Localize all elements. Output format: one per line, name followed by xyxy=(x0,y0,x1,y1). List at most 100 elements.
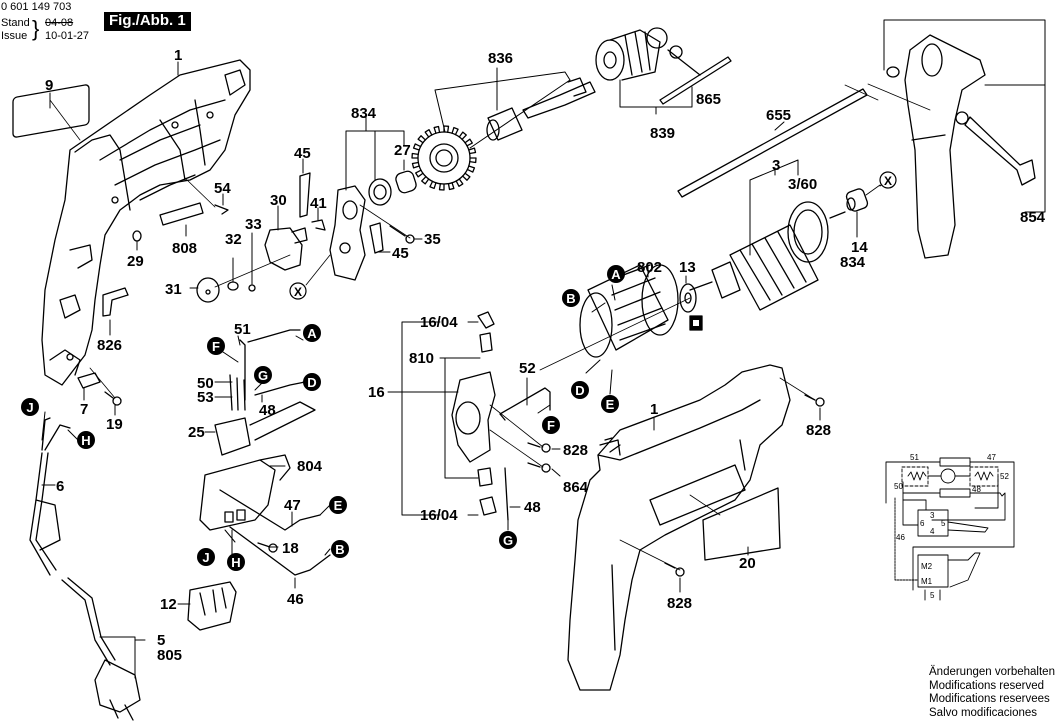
sch-6: 6 xyxy=(920,519,925,528)
aux-handle-854-shape xyxy=(886,34,1036,259)
label-18: 18 xyxy=(282,540,299,557)
connector-X-left: X xyxy=(289,282,307,300)
label-655: 655 xyxy=(766,107,791,124)
label-836: 836 xyxy=(488,50,513,67)
bearing-13-shape xyxy=(679,283,703,331)
issue-label: Issue xyxy=(1,30,28,42)
label-25: 25 xyxy=(188,424,205,441)
label-810: 810 xyxy=(409,350,434,367)
svg-text:X: X xyxy=(884,174,892,188)
label-7: 7 xyxy=(80,401,88,418)
svg-text:E: E xyxy=(606,397,615,412)
gear-tooth xyxy=(438,183,445,191)
svg-text:H: H xyxy=(81,433,90,448)
gear-tooth xyxy=(464,138,473,147)
housing-left-shape xyxy=(41,59,251,386)
wires-51-50-53-shape xyxy=(229,329,306,411)
label-46: 46 xyxy=(287,591,304,608)
mod-es: Salvo modificaciones xyxy=(929,706,1038,719)
stand-label: Stand xyxy=(1,17,30,29)
bearing-14-shape xyxy=(845,184,881,212)
connector-markers: A B D E F G A F G D E B J H J H X X xyxy=(21,171,897,571)
switch-25-shape xyxy=(214,401,316,456)
connector-H-switch: H xyxy=(227,553,245,571)
label-805: 805 xyxy=(157,647,182,664)
issue-date: 10-01-27 xyxy=(45,30,90,42)
connector-E-top: E xyxy=(601,395,619,413)
stand-date: 04-08 xyxy=(45,17,74,29)
gear-tooth xyxy=(424,129,433,138)
svg-text:B: B xyxy=(335,542,344,557)
label-834a: 834 xyxy=(351,105,377,122)
gear-tooth xyxy=(458,131,467,140)
connector-B-top: B xyxy=(562,289,580,307)
leader-lines xyxy=(41,19,1046,679)
label-828b: 828 xyxy=(806,422,831,439)
svg-text:J: J xyxy=(202,550,209,565)
label-52: 52 xyxy=(519,360,536,377)
screw-828b-shape xyxy=(779,377,825,407)
spring-41-shape xyxy=(311,219,326,231)
label-13: 13 xyxy=(679,259,696,276)
connector-G-left: G xyxy=(254,366,272,384)
sch-m1: M1 xyxy=(921,577,933,586)
screw-18-shape xyxy=(257,542,278,553)
sch-3: 3 xyxy=(930,511,935,520)
connector-D-48: D xyxy=(303,373,321,391)
chuck-key-865-shape xyxy=(659,45,732,105)
gear-tooth xyxy=(451,126,459,136)
svg-text:E: E xyxy=(334,498,343,513)
gear-tooth xyxy=(455,178,464,187)
bearing-plate-shape xyxy=(329,185,366,281)
label-9: 9 xyxy=(45,77,53,94)
modifications-note: Änderungen vorbehalten Modifications res… xyxy=(929,666,1055,720)
svg-text:D: D xyxy=(575,383,584,398)
sch-47: 47 xyxy=(987,453,996,462)
mod-fr: Modifications reservees xyxy=(929,693,1050,705)
label-1-right: 1 xyxy=(650,401,658,418)
wire-46-shape xyxy=(229,526,331,576)
gear-tooth xyxy=(415,169,424,178)
svg-text:G: G xyxy=(503,533,513,548)
plate-45b-shape xyxy=(369,222,384,254)
wire-52-shape xyxy=(499,387,551,421)
disc-31-shape xyxy=(196,277,220,303)
wire-48b-shape xyxy=(504,467,509,521)
field-802-shape xyxy=(579,264,679,358)
sch-52: 52 xyxy=(1000,472,1009,481)
sch-4: 4 xyxy=(930,527,935,536)
label-1-left: 1 xyxy=(174,47,182,64)
connector-G-48: G xyxy=(499,531,517,549)
part-number: 0 601 149 703 xyxy=(1,1,72,13)
label-54: 54 xyxy=(214,180,231,197)
label-828a: 828 xyxy=(563,442,588,459)
figure-title: Fig./Abb. 1 xyxy=(104,12,191,31)
gear-tooth xyxy=(433,125,441,134)
connector-12-shape xyxy=(187,581,237,631)
label-32: 32 xyxy=(225,231,242,248)
label-839: 839 xyxy=(650,125,675,142)
needle-bearing-27-shape xyxy=(395,170,417,194)
screw-828c-shape xyxy=(619,539,685,577)
gear-tooth xyxy=(417,135,426,144)
label-802: 802 xyxy=(637,259,662,276)
label-31: 31 xyxy=(165,281,182,298)
schematic-labels: 51 47 52 50 48 46 3 6 5 4 M2 M1 5 xyxy=(894,453,1009,600)
label-808-shape xyxy=(159,202,204,226)
sch-46: 46 xyxy=(896,533,905,542)
sch-51: 51 xyxy=(910,453,919,462)
svg-text:J: J xyxy=(26,400,33,415)
label-804: 804 xyxy=(297,458,323,475)
mod-en: Modifications reserved xyxy=(929,679,1045,692)
label-53: 53 xyxy=(197,389,214,406)
plate-45a-shape xyxy=(299,172,311,218)
nameplate-shape xyxy=(12,84,90,138)
spindle-836-shape xyxy=(486,77,596,141)
label-47: 47 xyxy=(284,497,301,514)
label-12: 12 xyxy=(160,596,177,613)
svg-text:A: A xyxy=(307,326,317,341)
bearing-ring-shape xyxy=(368,178,392,206)
connector-D-top: D xyxy=(571,381,589,399)
label-48a: 48 xyxy=(259,402,276,419)
